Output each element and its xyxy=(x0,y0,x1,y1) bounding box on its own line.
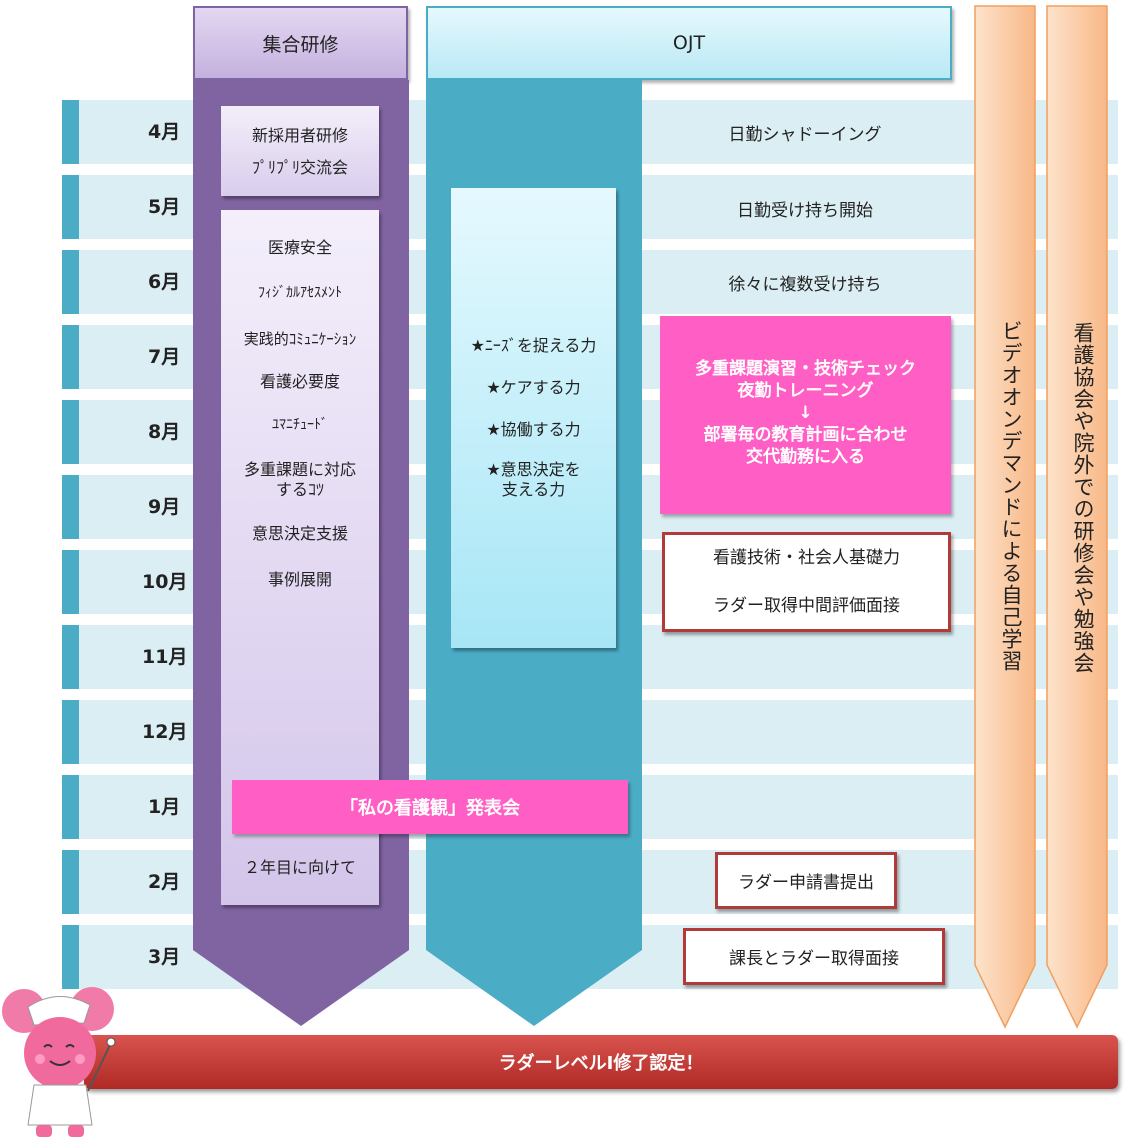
ojt-skill: ★意思決定を 支える力 xyxy=(486,460,581,499)
group-item: ﾕﾏﾆﾁｭｰﾄﾞ xyxy=(272,417,328,433)
group-item: 意思決定支援 xyxy=(251,524,348,543)
midterm-evaluation-box: 看護技術・社会人基礎力 ラダー取得中間評価面接 xyxy=(662,532,951,632)
month-label: 9月 xyxy=(148,496,181,518)
group-item: 実践的ｺﾐｭﾆｹｰｼｮﾝ xyxy=(243,330,357,348)
header-group-training: 集合研修 xyxy=(193,6,408,80)
month-row-tab xyxy=(62,775,79,839)
month-label: 11月 xyxy=(142,646,188,668)
ojt-skill: ★ﾆｰｽﾞを捉える力 xyxy=(470,336,597,355)
ojt-step-may: 日勤受け持ち開始 xyxy=(737,201,873,221)
month-row-tab xyxy=(62,100,79,164)
new-hire-training-box: 新採用者研修 ﾌﾟﾘﾌﾟﾘ交流会 xyxy=(221,106,379,196)
final-banner-label: ラダーレベルⅠ修了認定！ xyxy=(498,1053,704,1074)
nurse-mascot-icon xyxy=(2,987,116,1137)
month-label: 4月 xyxy=(148,121,181,143)
month-row-tab xyxy=(62,325,79,389)
pink-line: ↓ xyxy=(798,403,813,423)
group-item: 多重課題に対応 するｺﾂ xyxy=(243,460,356,499)
pink-line: 夜勤トレーニング xyxy=(737,381,874,401)
eval-line: 看護技術・社会人基礎力 xyxy=(713,548,900,568)
month-label: 1月 xyxy=(148,796,181,818)
group-item: 医療安全 xyxy=(267,238,332,257)
ojt-skills-box: ★ﾆｰｽﾞを捉える力 ★ケアする力 ★協働する力 ★意思決定を 支える力 xyxy=(451,188,616,648)
month-row-tab xyxy=(62,475,79,539)
header-ojt: OJT xyxy=(426,6,952,80)
group-item: 看護必要度 xyxy=(259,372,340,391)
group-item: 事例展開 xyxy=(267,570,332,589)
ladder-application-box: ラダー申請書提出 xyxy=(715,852,897,909)
pink-line: 交代勤務に入る xyxy=(746,447,865,467)
ladder-interview-box: 課長とラダー取得面接 xyxy=(683,928,945,985)
month-label: 6月 xyxy=(148,271,181,293)
month-label: 3月 xyxy=(148,946,181,968)
group-item: ﾌﾟﾘﾌﾟﾘ交流会 xyxy=(251,158,348,177)
group-item: ２年目に向けて xyxy=(243,858,356,877)
ojt-skill: ★ケアする力 xyxy=(486,378,581,397)
month-row-tab xyxy=(62,550,79,614)
month-row-tab xyxy=(62,700,79,764)
month-label: 2月 xyxy=(148,871,181,893)
ojt-step-apr: 日勤シャドーイング xyxy=(728,125,882,145)
month-row-tab xyxy=(62,400,79,464)
external-training-arrow xyxy=(1046,5,1108,1029)
ojt-skill: ★協働する力 xyxy=(486,420,581,439)
external-training-label: 看護協会や院外での研修会や勉強会 xyxy=(1071,322,1095,674)
presentation-bar: 「私の看護観」発表会 xyxy=(232,780,628,834)
month-row-tab xyxy=(62,850,79,914)
pink-line: 多重課題演習・技術チェック xyxy=(695,359,916,379)
pink-line: 部署毎の教育計画に合わせ xyxy=(703,425,908,445)
month-label: 12月 xyxy=(142,721,188,743)
group-item: ﾌｨｼﾞｶﾙｱｾｽﾒﾝﾄ xyxy=(258,285,342,301)
video-learning-arrow xyxy=(974,5,1036,1029)
month-label: 8月 xyxy=(148,421,181,443)
month-row-tab xyxy=(62,925,79,989)
ojt-step-jun: 徐々に複数受け持ち xyxy=(728,275,882,295)
eval-line: ラダー取得中間評価面接 xyxy=(713,596,900,616)
month-label: 10月 xyxy=(142,571,188,593)
month-row-tab xyxy=(62,250,79,314)
header-group-training-label: 集合研修 xyxy=(262,33,339,56)
final-certification-banner: ラダーレベルⅠ修了認定！ xyxy=(84,1035,1118,1089)
month-label: 7月 xyxy=(148,346,181,368)
night-shift-training-block: 多重課題演習・技術チェック 夜勤トレーニング ↓ 部署毎の教育計画に合わせ 交代… xyxy=(660,316,951,514)
month-row-tab xyxy=(62,625,79,689)
video-learning-label: ビデオオンデマンドによる自己学習 xyxy=(999,320,1023,672)
month-label: 5月 xyxy=(148,196,181,218)
month-row-tab xyxy=(62,175,79,239)
header-ojt-label: OJT xyxy=(672,32,706,54)
group-item: 新採用者研修 xyxy=(251,126,348,145)
